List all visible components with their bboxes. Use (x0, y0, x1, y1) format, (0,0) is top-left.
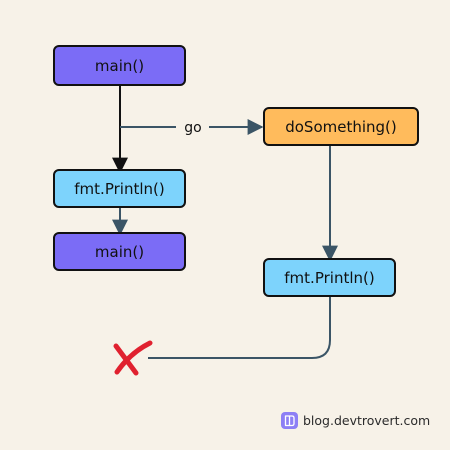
brand-text[interactable]: blog.devtrovert.com (303, 413, 430, 428)
blog-logo-glyph (284, 415, 295, 427)
node-println-goroutine: fmt.Println() (263, 258, 396, 297)
node-do-something-box (263, 107, 419, 146)
node-println-goroutine-label: fmt.Println() (284, 269, 374, 287)
cross-icon (113, 340, 153, 376)
node-main-start-label: main() (95, 57, 144, 75)
node-println-main-label: fmt.Println() (74, 180, 164, 198)
node-do-something-label: doSomething() (285, 118, 397, 136)
node-do-something: doSomething() (263, 107, 419, 146)
go-label: go (184, 120, 201, 136)
node-println-main-box (53, 169, 186, 208)
node-main-end: main() (53, 232, 186, 271)
node-main-start: main() (53, 45, 186, 86)
node-main-end-label: main() (95, 243, 144, 261)
node-println-goroutine-box (263, 258, 396, 297)
node-main-end-box (53, 232, 186, 271)
node-println-main: fmt.Println() (53, 169, 186, 208)
node-main-start-box (53, 45, 186, 86)
brand-footer[interactable]: blog.devtrovert.com (281, 412, 430, 429)
edge-goroutine-terminated (148, 296, 331, 359)
